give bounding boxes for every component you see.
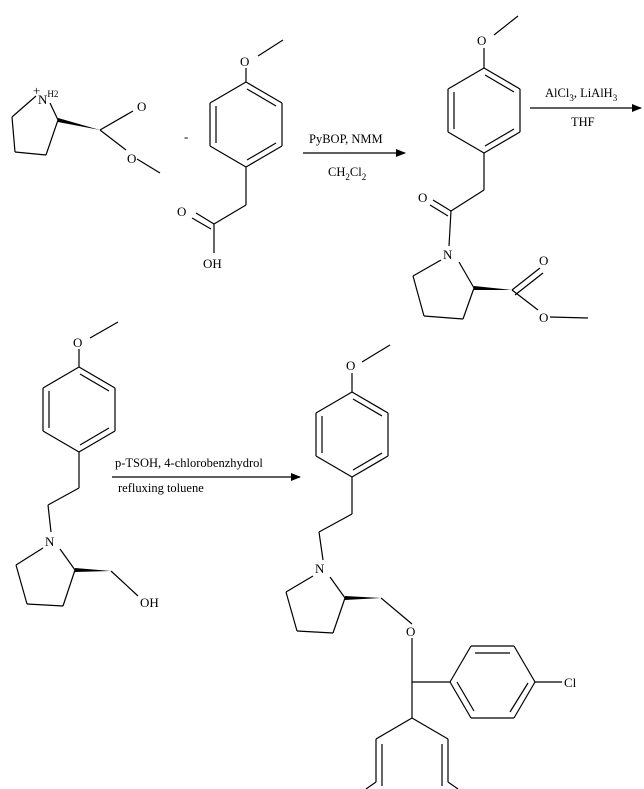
step-3-reagents: p-TSOH, 4-chlorobenzhydrol: [115, 456, 263, 470]
molecule-benzhydryl-ether-product: [285, 344, 562, 789]
atom-label: NH2: [38, 89, 58, 107]
atom-label: O: [406, 624, 415, 639]
atom-label: O: [418, 190, 427, 205]
atom-label: N: [45, 534, 55, 549]
atom-label: O: [346, 358, 355, 373]
step-2-solvent: THF: [571, 115, 595, 129]
atom-label: O: [539, 253, 548, 268]
charge-label: +: [33, 83, 40, 98]
molecule-methoxyphenylacetic-acid: [191, 39, 284, 253]
molecule-prolinol-amine-labels: O N OH: [45, 335, 159, 610]
atom-label: O: [127, 151, 136, 166]
atom-label: OH: [203, 256, 222, 271]
plus-sign: -: [184, 129, 188, 144]
atom-label: O: [177, 204, 186, 219]
atom-label: N: [315, 561, 325, 576]
molecule-benzhydryl-ether-product-labels: O N O Cl: [315, 358, 577, 690]
step-3-solvent: refluxing toluene: [118, 481, 204, 495]
molecule-proline-ester: [11, 95, 161, 174]
step-1-reagents: PyBOP, NMM: [309, 132, 383, 146]
atom-label: O: [73, 335, 82, 350]
atom-label: O: [477, 33, 486, 48]
molecule-amide-ester-labels: O O N O O: [418, 33, 548, 325]
step-1-solvent: CH2Cl2: [328, 165, 366, 182]
atom-label: OH: [140, 595, 159, 610]
atom-label: O: [137, 99, 146, 114]
atom-label: O: [539, 310, 548, 325]
molecule-amide-ester: [412, 15, 589, 320]
molecule-prolinol-amine: [15, 321, 139, 607]
atom-label: Cl: [564, 675, 577, 690]
atom-label: N: [443, 247, 453, 262]
atom-label: O: [240, 54, 249, 69]
molecule-methoxyphenylacetic-acid-labels: O O OH: [177, 54, 249, 271]
molecule-proline-ester-labels: NH2 + O O: [33, 83, 146, 166]
step-2-reagents: AlCl3, LiAlH3: [545, 86, 618, 103]
